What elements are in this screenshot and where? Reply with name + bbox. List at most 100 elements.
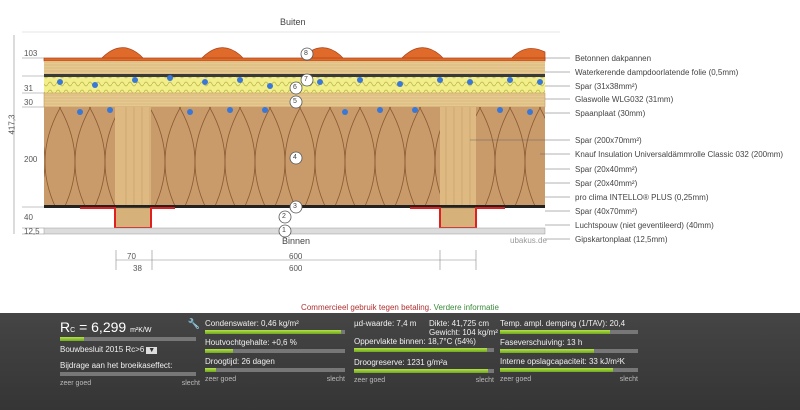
marker-4: 4 (293, 154, 297, 161)
scale-good: zeer goed (354, 377, 386, 384)
heat-capacity-bar (500, 368, 638, 372)
wood-moisture: Houtvochtgehalte: +0,6 % (205, 338, 297, 347)
weight: Gewicht: 104 kg/m² (429, 328, 498, 337)
legend-item: Gipskartonplaat (12,5mm) (575, 235, 668, 244)
drying-reserve-bar-fill (354, 369, 489, 373)
legend-item: Spar (20x40mm²) (575, 165, 638, 174)
marker-1: 1 (282, 227, 286, 234)
legend-item: Waterkerende dampdoorlatende folie (0,5m… (575, 68, 739, 77)
building-code-text: Bouwbesluit 2015 Rc>6 (60, 345, 145, 354)
marker-2: 2 (282, 213, 286, 220)
greenhouse-label: Bijdrage aan het broeikaseffect: (60, 361, 173, 370)
scale: zeer goed slecht (500, 376, 638, 383)
scale: zeer goed slecht (60, 380, 200, 387)
inside-label: Binnen (282, 236, 311, 246)
more-info-link[interactable]: Verdere informatie (433, 303, 499, 312)
marker-3: 3 (293, 203, 297, 210)
rc-subscript: C (70, 327, 76, 334)
temp-amplitude-bar (500, 330, 638, 334)
dim-38: 38 (133, 264, 142, 273)
building-code[interactable]: Bouwbesluit 2015 Rc>6▼ (60, 345, 200, 354)
legend-item: Spar (200x70mm²) (575, 136, 642, 145)
phase-shift-bar (500, 349, 638, 353)
legend-item: Spar (20x40mm²) (575, 179, 638, 188)
legend-item: Spaanplaat (30mm) (575, 109, 646, 118)
phase-shift-bar-fill (500, 349, 594, 353)
scale-bad: slecht (181, 380, 200, 387)
wood-moisture-bar (205, 349, 345, 353)
roof-cross-section: Buiten Binnen ubakus.de 417,3 103 31 30 … (7, 17, 784, 273)
heat-capacity: Interne opslagcapaciteit: 33 kJ/m²K (500, 357, 625, 366)
outside-label: Buiten (280, 17, 306, 27)
thickness-31: 31 (24, 84, 33, 93)
rc-bar-fill (60, 337, 85, 341)
layer-markers (278, 47, 314, 238)
thickness: Dikte: 41,725 cm (429, 319, 490, 328)
dropdown-icon[interactable]: ▼ (146, 347, 158, 354)
drying-reserve: Droogreserve: 1231 g/m²a (354, 358, 448, 367)
greenhouse-bar (60, 372, 196, 376)
rc-value: RC = 6,299 m²K/W 🔧 (60, 319, 200, 335)
dim-600-a: 600 (289, 252, 303, 261)
scale-bad: slecht (475, 377, 494, 384)
marker-6: 6 (293, 84, 297, 91)
scale-bad: slecht (326, 376, 345, 383)
legend-item: Luchtspouw (niet geventileerd) (40mm) (575, 221, 714, 230)
condensation-bar-fill (205, 330, 341, 334)
cross-section-svg (13, 31, 570, 270)
left-dimension-lines (13, 35, 44, 235)
commercial-notice: Commercieel gebruik tegen betaling. Verd… (0, 303, 800, 312)
thickness-103: 103 (24, 49, 38, 58)
moisture-column: Condenswater: 0,46 kg/m² Houtvochtgehalt… (205, 319, 345, 383)
rc-number: = 6,299 (79, 319, 127, 335)
thickness-30: 30 (24, 98, 33, 107)
dim-70: 70 (127, 252, 136, 261)
legend-item: Spar (40x70mm²) (575, 207, 638, 216)
legend-item: pro clima INTELLO® PLUS (0,25mm) (575, 193, 709, 202)
thickness-40: 40 (24, 213, 33, 222)
watermark: ubakus.de (510, 236, 547, 245)
legend-leaders (470, 57, 570, 240)
commercial-text: Commercieel gebruik tegen betaling. (301, 303, 432, 312)
moisture-droplets (57, 75, 543, 115)
drying-reserve-bar (354, 369, 494, 373)
rc-column: RC = 6,299 m²K/W 🔧 Bouwbesluit 2015 Rc>6… (60, 319, 200, 387)
drying-time-bar (205, 368, 345, 372)
rc-bar (60, 337, 196, 341)
marker-7: 7 (304, 76, 308, 83)
scale: zeer goed slecht (205, 376, 345, 383)
dim-600-b: 600 (289, 264, 303, 273)
rc-label: R (60, 319, 71, 335)
bottom-dimension-lines (115, 250, 477, 270)
surface-temp-bar (354, 348, 494, 352)
drying-time-bar-fill (205, 368, 217, 372)
thermal-column: Temp. ampl. demping (1/TAV): 20,4 Faseve… (500, 319, 638, 383)
wrench-icon[interactable]: 🔧 (187, 319, 200, 330)
scale-good: zeer goed (205, 376, 237, 383)
scale: zeer goed slecht (354, 377, 494, 384)
scale-good: zeer goed (500, 376, 532, 383)
surface-temp: Oppervlakte binnen: 18,7°C (54%) (354, 337, 476, 346)
phase-shift: Faseverschuiving: 13 h (500, 338, 583, 347)
rc-unit: m²K/W (130, 327, 152, 334)
wood-moisture-bar-fill (205, 349, 233, 353)
roof-tiles (43, 47, 546, 62)
vapour-column: µd-waarde: 7,4 m Dikte: 41,725 cm Gewich… (354, 319, 498, 384)
drying-time: Droogtijd: 26 dagen (205, 357, 275, 366)
surface-temp-bar-fill (354, 348, 487, 352)
temp-amplitude-bar-fill (500, 330, 611, 334)
legend-item: Betonnen dakpannen (575, 54, 652, 63)
thickness-12-5: 12,5 (24, 227, 40, 236)
legend-item: Spar (31x38mm²) (575, 82, 638, 91)
condensation-bar (205, 330, 345, 334)
legend-item: Knauf Insulation Universaldämmrolle Clas… (575, 150, 784, 159)
scale-good: zeer goed (60, 380, 92, 387)
results-panel: RC = 6,299 m²K/W 🔧 Bouwbesluit 2015 Rc>6… (0, 313, 800, 410)
total-thickness: 417,3 (7, 114, 17, 135)
sd-value: µd-waarde: 7,4 m (354, 319, 417, 328)
temp-amplitude: Temp. ampl. demping (1/TAV): 20,4 (500, 319, 626, 328)
scale-bad: slecht (619, 376, 638, 383)
heat-capacity-bar-fill (500, 368, 614, 372)
marker-5: 5 (293, 98, 297, 105)
sd-row: µd-waarde: 7,4 m Dikte: 41,725 cm (354, 319, 494, 328)
